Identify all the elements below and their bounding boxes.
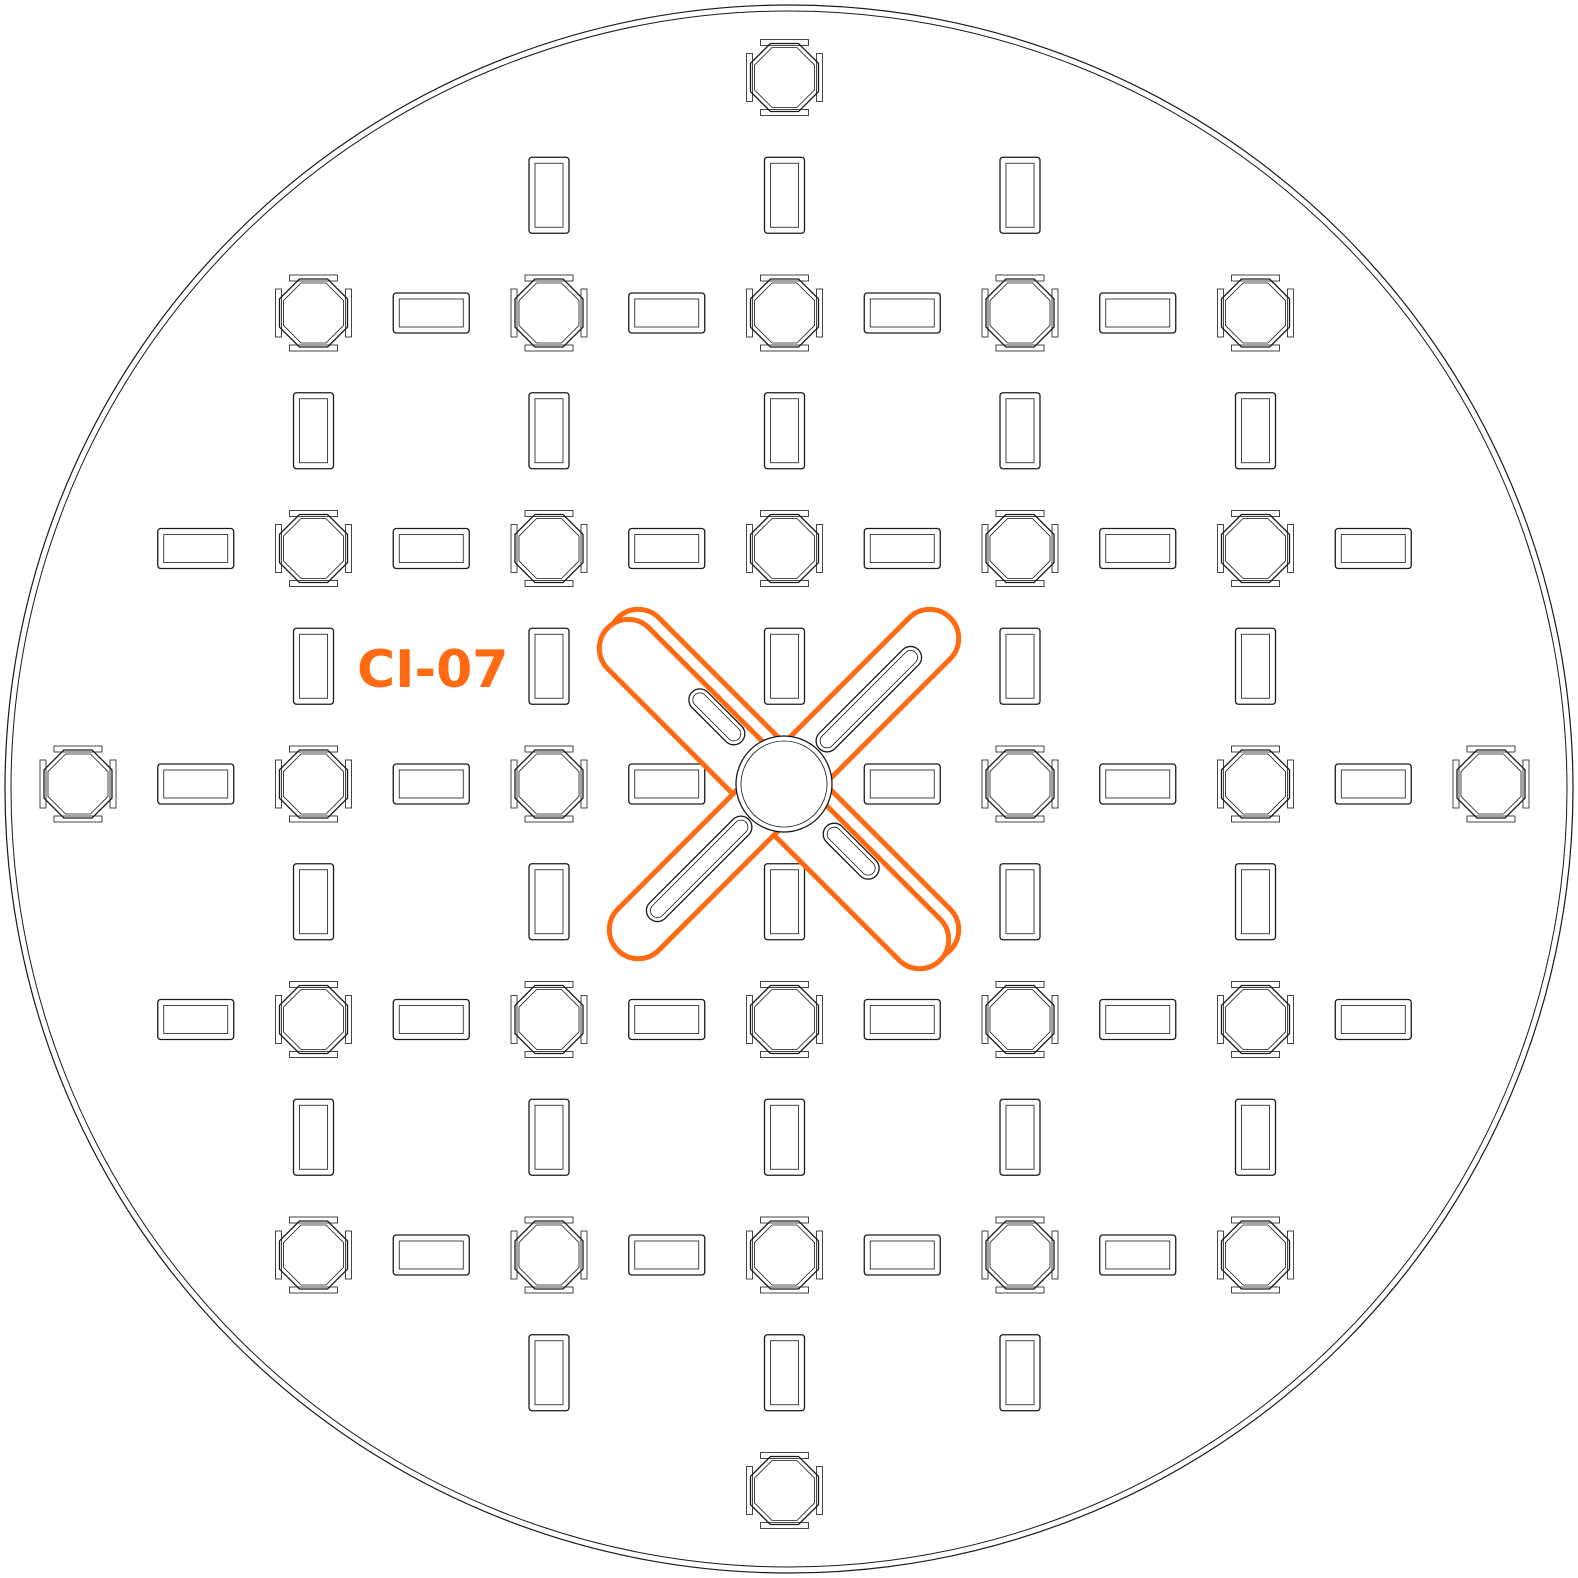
hole-slot-horizontal — [863, 998, 941, 1041]
hole-octagon — [1217, 1216, 1294, 1294]
hole-octagon — [981, 745, 1059, 823]
plate-outer-edge — [4, 4, 1574, 1574]
hole-octagon — [1217, 745, 1294, 823]
horn-center-hole — [735, 735, 833, 833]
hole-slot-vertical — [999, 1098, 1041, 1176]
horn-slot-upper-left — [688, 688, 746, 746]
hole-slot-vertical — [999, 1334, 1041, 1412]
hole-slot-horizontal — [392, 527, 470, 570]
hole-octagon — [510, 1216, 588, 1294]
hole-octagon — [510, 274, 588, 352]
hole-octagon — [981, 274, 1059, 352]
hole-slot-horizontal — [863, 292, 941, 334]
hole-slot-vertical — [763, 392, 806, 470]
hole-slot-horizontal — [1334, 763, 1412, 805]
hole-slot-horizontal — [392, 292, 470, 334]
plate-inner-edge — [10, 10, 1568, 1568]
hole-slot-vertical — [999, 863, 1041, 941]
hole-slot-vertical — [292, 627, 335, 705]
horn-slot-lower-left — [645, 815, 753, 923]
hole-octagon — [746, 1452, 823, 1529]
hole-slot-vertical — [292, 863, 335, 941]
hole-slot-vertical — [292, 1098, 335, 1176]
hole-octagon — [981, 981, 1059, 1058]
hole-octagon — [746, 981, 823, 1058]
hole-octagon — [746, 1216, 823, 1294]
hole-octagon — [510, 745, 588, 823]
hole-slot-vertical — [528, 627, 570, 705]
hole-slot-horizontal — [628, 527, 706, 570]
hole-octagon — [1217, 510, 1294, 587]
hole-slot-vertical — [1234, 1098, 1277, 1176]
hole-slot-vertical — [763, 1098, 806, 1176]
hole-slot-vertical — [763, 156, 806, 234]
hole-slot-horizontal — [392, 998, 470, 1041]
hole-octagon — [275, 981, 352, 1058]
hole-octagon — [510, 981, 588, 1058]
hole-octagon — [746, 39, 823, 116]
hole-slot-vertical — [528, 1098, 570, 1176]
hole-slot-vertical — [763, 1334, 806, 1412]
hole-octagon — [981, 1216, 1059, 1294]
hole-slot-horizontal — [1099, 527, 1177, 570]
hole-slot-vertical — [1234, 392, 1277, 470]
hole-slot-horizontal — [863, 527, 941, 570]
hole-slot-horizontal — [392, 763, 470, 805]
hole-slot-horizontal — [392, 1234, 470, 1276]
hole-slot-horizontal — [1099, 292, 1177, 334]
hole-slot-vertical — [528, 156, 570, 234]
hole-slot-horizontal — [157, 763, 235, 805]
hole-slot-vertical — [1234, 863, 1277, 941]
hole-slot-vertical — [999, 392, 1041, 470]
hole-slot-horizontal — [863, 763, 941, 805]
hole-octagon — [1452, 745, 1530, 823]
hole-slot-vertical — [528, 863, 570, 941]
hole-slot-horizontal — [1334, 998, 1412, 1041]
hole-slot-horizontal — [1334, 527, 1412, 570]
hole-octagon — [746, 510, 823, 587]
hole-slot-horizontal — [1099, 1234, 1177, 1276]
hole-slot-vertical — [1234, 627, 1277, 705]
hole-slot-vertical — [528, 392, 570, 470]
hole-slot-horizontal — [1099, 998, 1177, 1041]
hole-slot-horizontal — [628, 1234, 706, 1276]
hole-slot-vertical — [999, 156, 1041, 234]
hole-octagon — [39, 745, 117, 823]
hole-slot-horizontal — [628, 292, 706, 334]
hole-slot-vertical — [292, 392, 335, 470]
hole-slot-horizontal — [628, 998, 706, 1041]
horn-slot-lower-right — [822, 822, 880, 880]
hole-octagon — [981, 510, 1059, 587]
hole-octagon — [1217, 274, 1294, 352]
hole-slot-vertical — [763, 627, 806, 705]
servo-horn-cutout — [596, 606, 962, 972]
hole-octagon — [746, 274, 823, 352]
hole-slot-horizontal — [157, 527, 235, 570]
hole-slot-vertical — [999, 627, 1041, 705]
part-label: CI-07 — [357, 640, 508, 700]
horn-slot-upper-right — [815, 645, 923, 753]
plate-outline — [4, 4, 1574, 1574]
horn-center-hole-inner — [740, 740, 828, 828]
hole-slot-horizontal — [1099, 763, 1177, 805]
hole-octagon — [275, 1216, 352, 1294]
hole-slot-horizontal — [863, 1234, 941, 1276]
mounting-holes — [39, 39, 1530, 1529]
hole-slot-vertical — [528, 1334, 570, 1412]
hole-octagon — [275, 745, 352, 823]
hole-slot-horizontal — [157, 998, 235, 1041]
hole-octagon — [275, 274, 352, 352]
hole-slot-horizontal — [628, 763, 706, 805]
hole-octagon — [275, 510, 352, 587]
hole-octagon — [1217, 981, 1294, 1058]
hole-octagon — [510, 510, 588, 587]
hole-slot-vertical — [763, 863, 806, 941]
